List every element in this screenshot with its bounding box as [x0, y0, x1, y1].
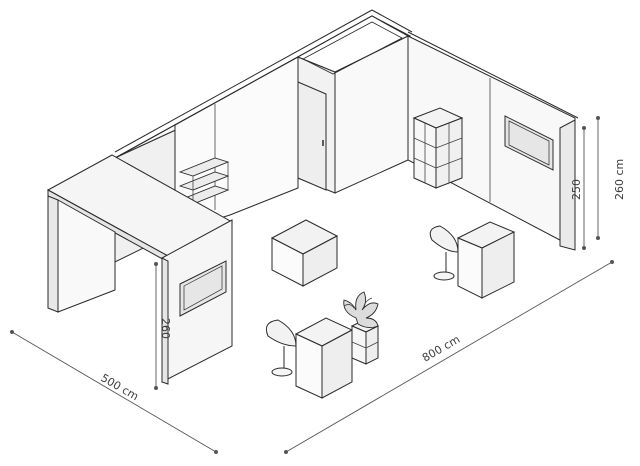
- bar-stool-left: [265, 319, 297, 377]
- front-wall-screen: [179, 260, 227, 317]
- left-header-wall: [46, 154, 234, 313]
- width-label: 800 cm: [420, 333, 462, 365]
- storage-room: [296, 15, 410, 194]
- dimension-total-height: 260 cm: [596, 116, 626, 240]
- bar-stool-right: [429, 225, 459, 281]
- right-wall: [407, 31, 579, 251]
- dimension-inner-height: 250: [570, 126, 586, 250]
- right-wall-screen: [504, 115, 554, 171]
- dimension-header-height: 260: [154, 262, 172, 390]
- depth-label: 500 cm: [99, 371, 141, 403]
- counter-front: [294, 317, 354, 399]
- cube-shelf-tall: [412, 107, 464, 189]
- potted-plant: [343, 291, 379, 329]
- cube-seat: [270, 219, 339, 287]
- counter-right: [456, 221, 516, 299]
- inner-height-label: 250: [570, 179, 583, 200]
- wall-shelf: [178, 157, 230, 205]
- total-height-label: 260 cm: [613, 159, 626, 200]
- header-height-label: 260: [159, 318, 172, 339]
